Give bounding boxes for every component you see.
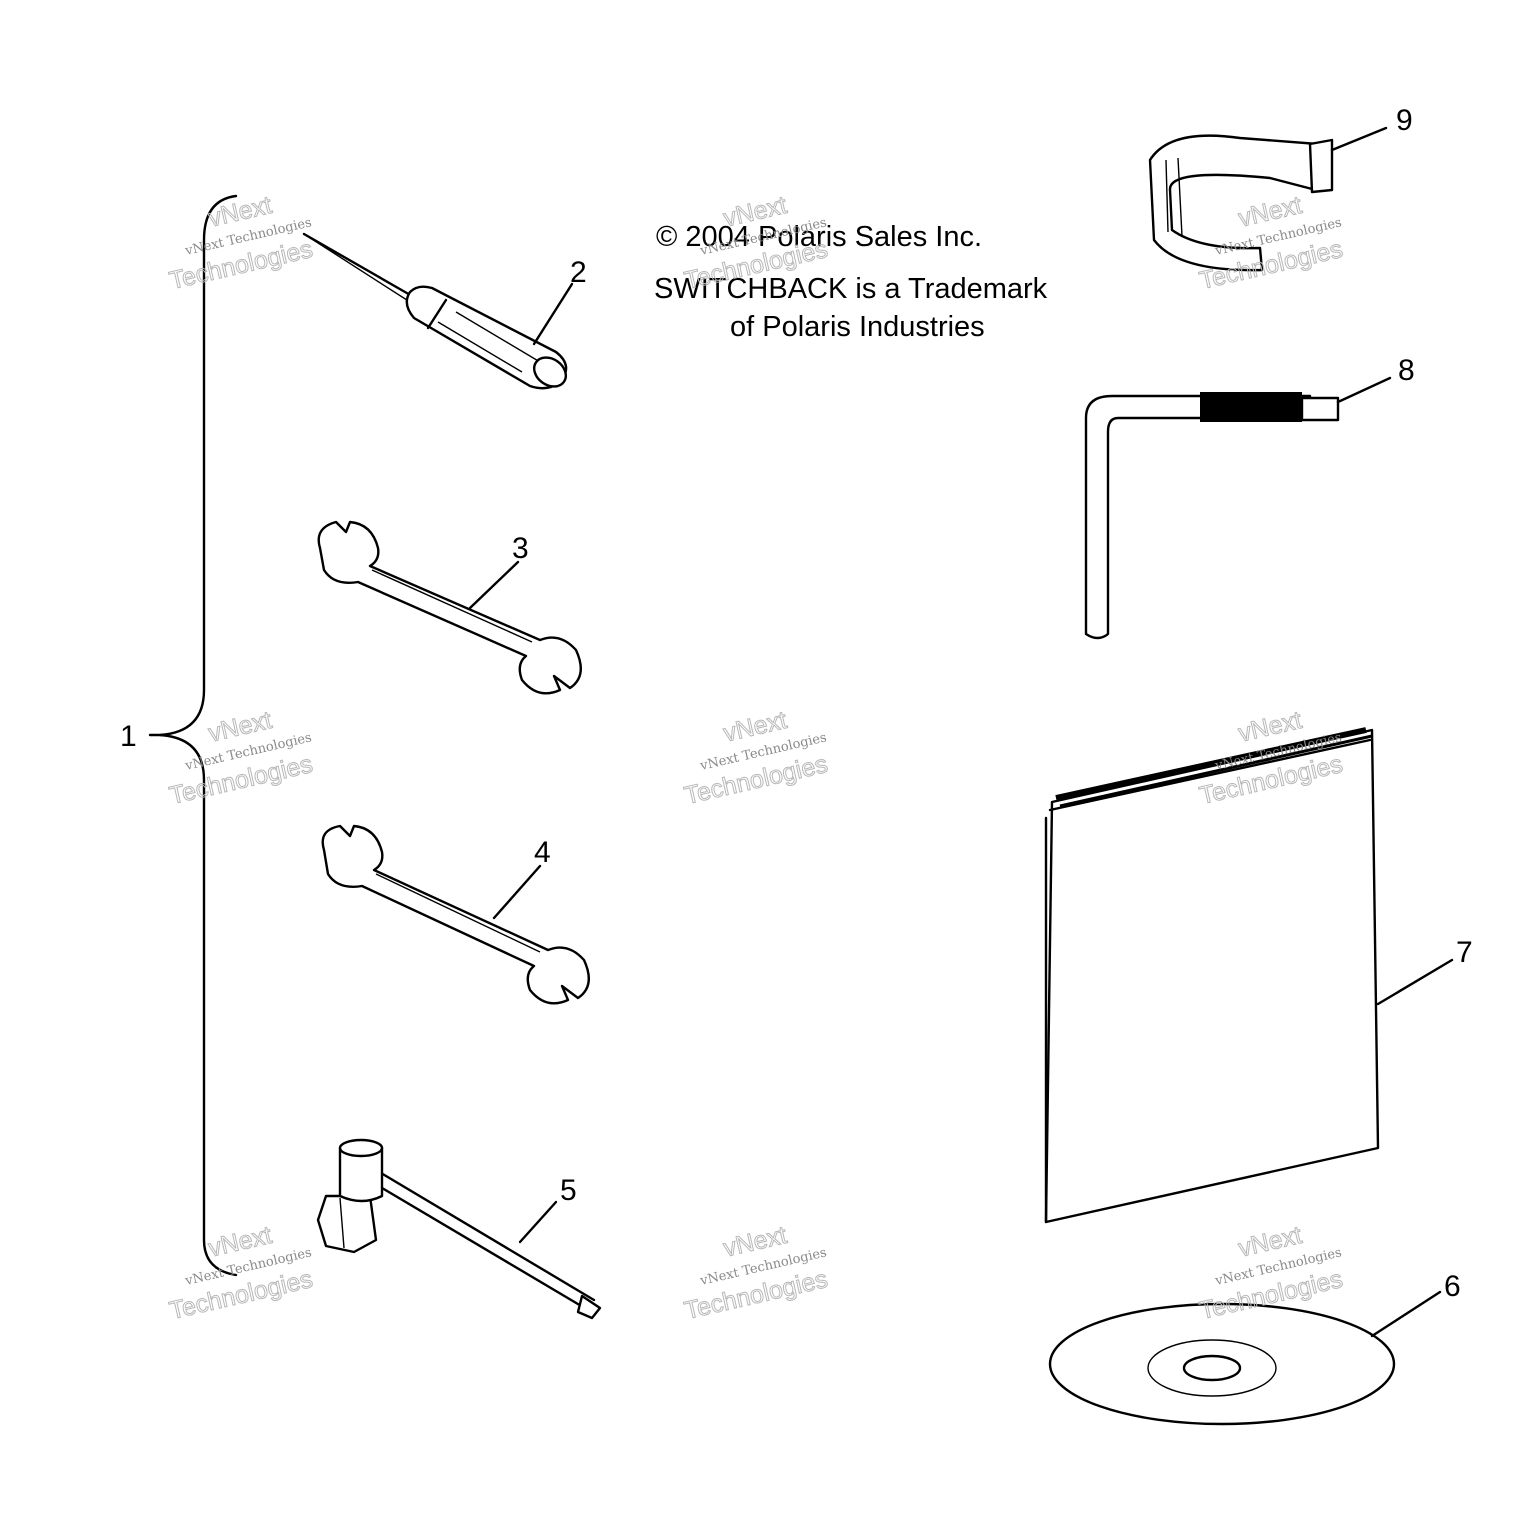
leader-line-4 — [492, 864, 542, 920]
callout-5: 5 — [560, 1174, 577, 1207]
copyright-line: © 2004 Polaris Sales Inc. — [656, 221, 982, 253]
socket-tool-illustration — [316, 1138, 602, 1320]
leader-line-3 — [468, 560, 520, 610]
callout-1: 1 — [120, 720, 137, 753]
watermark: vNext vNext Technologies Technologies — [166, 191, 315, 296]
watermark: vNext vNext Technologies Technologies — [166, 706, 315, 811]
watermark: vNext vNext Technologies Technologies — [1196, 1221, 1345, 1326]
trademark-owner-line: of Polaris Industries — [730, 311, 985, 343]
leader-line-8 — [1336, 376, 1392, 404]
owners-manual-illustration — [1044, 727, 1380, 1224]
leader-line-6 — [1370, 1290, 1442, 1338]
leader-line-7 — [1376, 958, 1454, 1006]
callout-9: 9 — [1396, 104, 1413, 137]
watermark: vNext vNext Technologies Technologies — [681, 706, 830, 811]
callout-6: 6 — [1444, 1270, 1461, 1303]
wrench-illustration-a — [317, 520, 582, 695]
leader-line-5 — [518, 1200, 558, 1244]
callout-2: 2 — [570, 256, 587, 289]
wrench-illustration-b — [321, 824, 590, 1005]
leader-line-2 — [532, 282, 574, 346]
callout-4: 4 — [534, 836, 551, 869]
strap-illustration — [1148, 134, 1334, 272]
cd-disc-illustration — [1048, 1302, 1396, 1426]
leader-line-9 — [1330, 126, 1388, 152]
hex-key-illustration — [1084, 392, 1340, 640]
callout-8: 8 — [1398, 354, 1415, 387]
watermark: vNext vNext Technologies Technologies — [681, 1221, 830, 1326]
screwdriver-illustration — [302, 232, 568, 390]
watermark: vNext vNext Technologies Technologies — [1196, 191, 1345, 296]
watermark: vNext vNext Technologies Technologies — [166, 1221, 315, 1326]
callout-3: 3 — [512, 532, 529, 565]
callout-7: 7 — [1456, 936, 1473, 969]
trademark-line: SWITCHBACK is a Trademark — [654, 273, 1048, 305]
